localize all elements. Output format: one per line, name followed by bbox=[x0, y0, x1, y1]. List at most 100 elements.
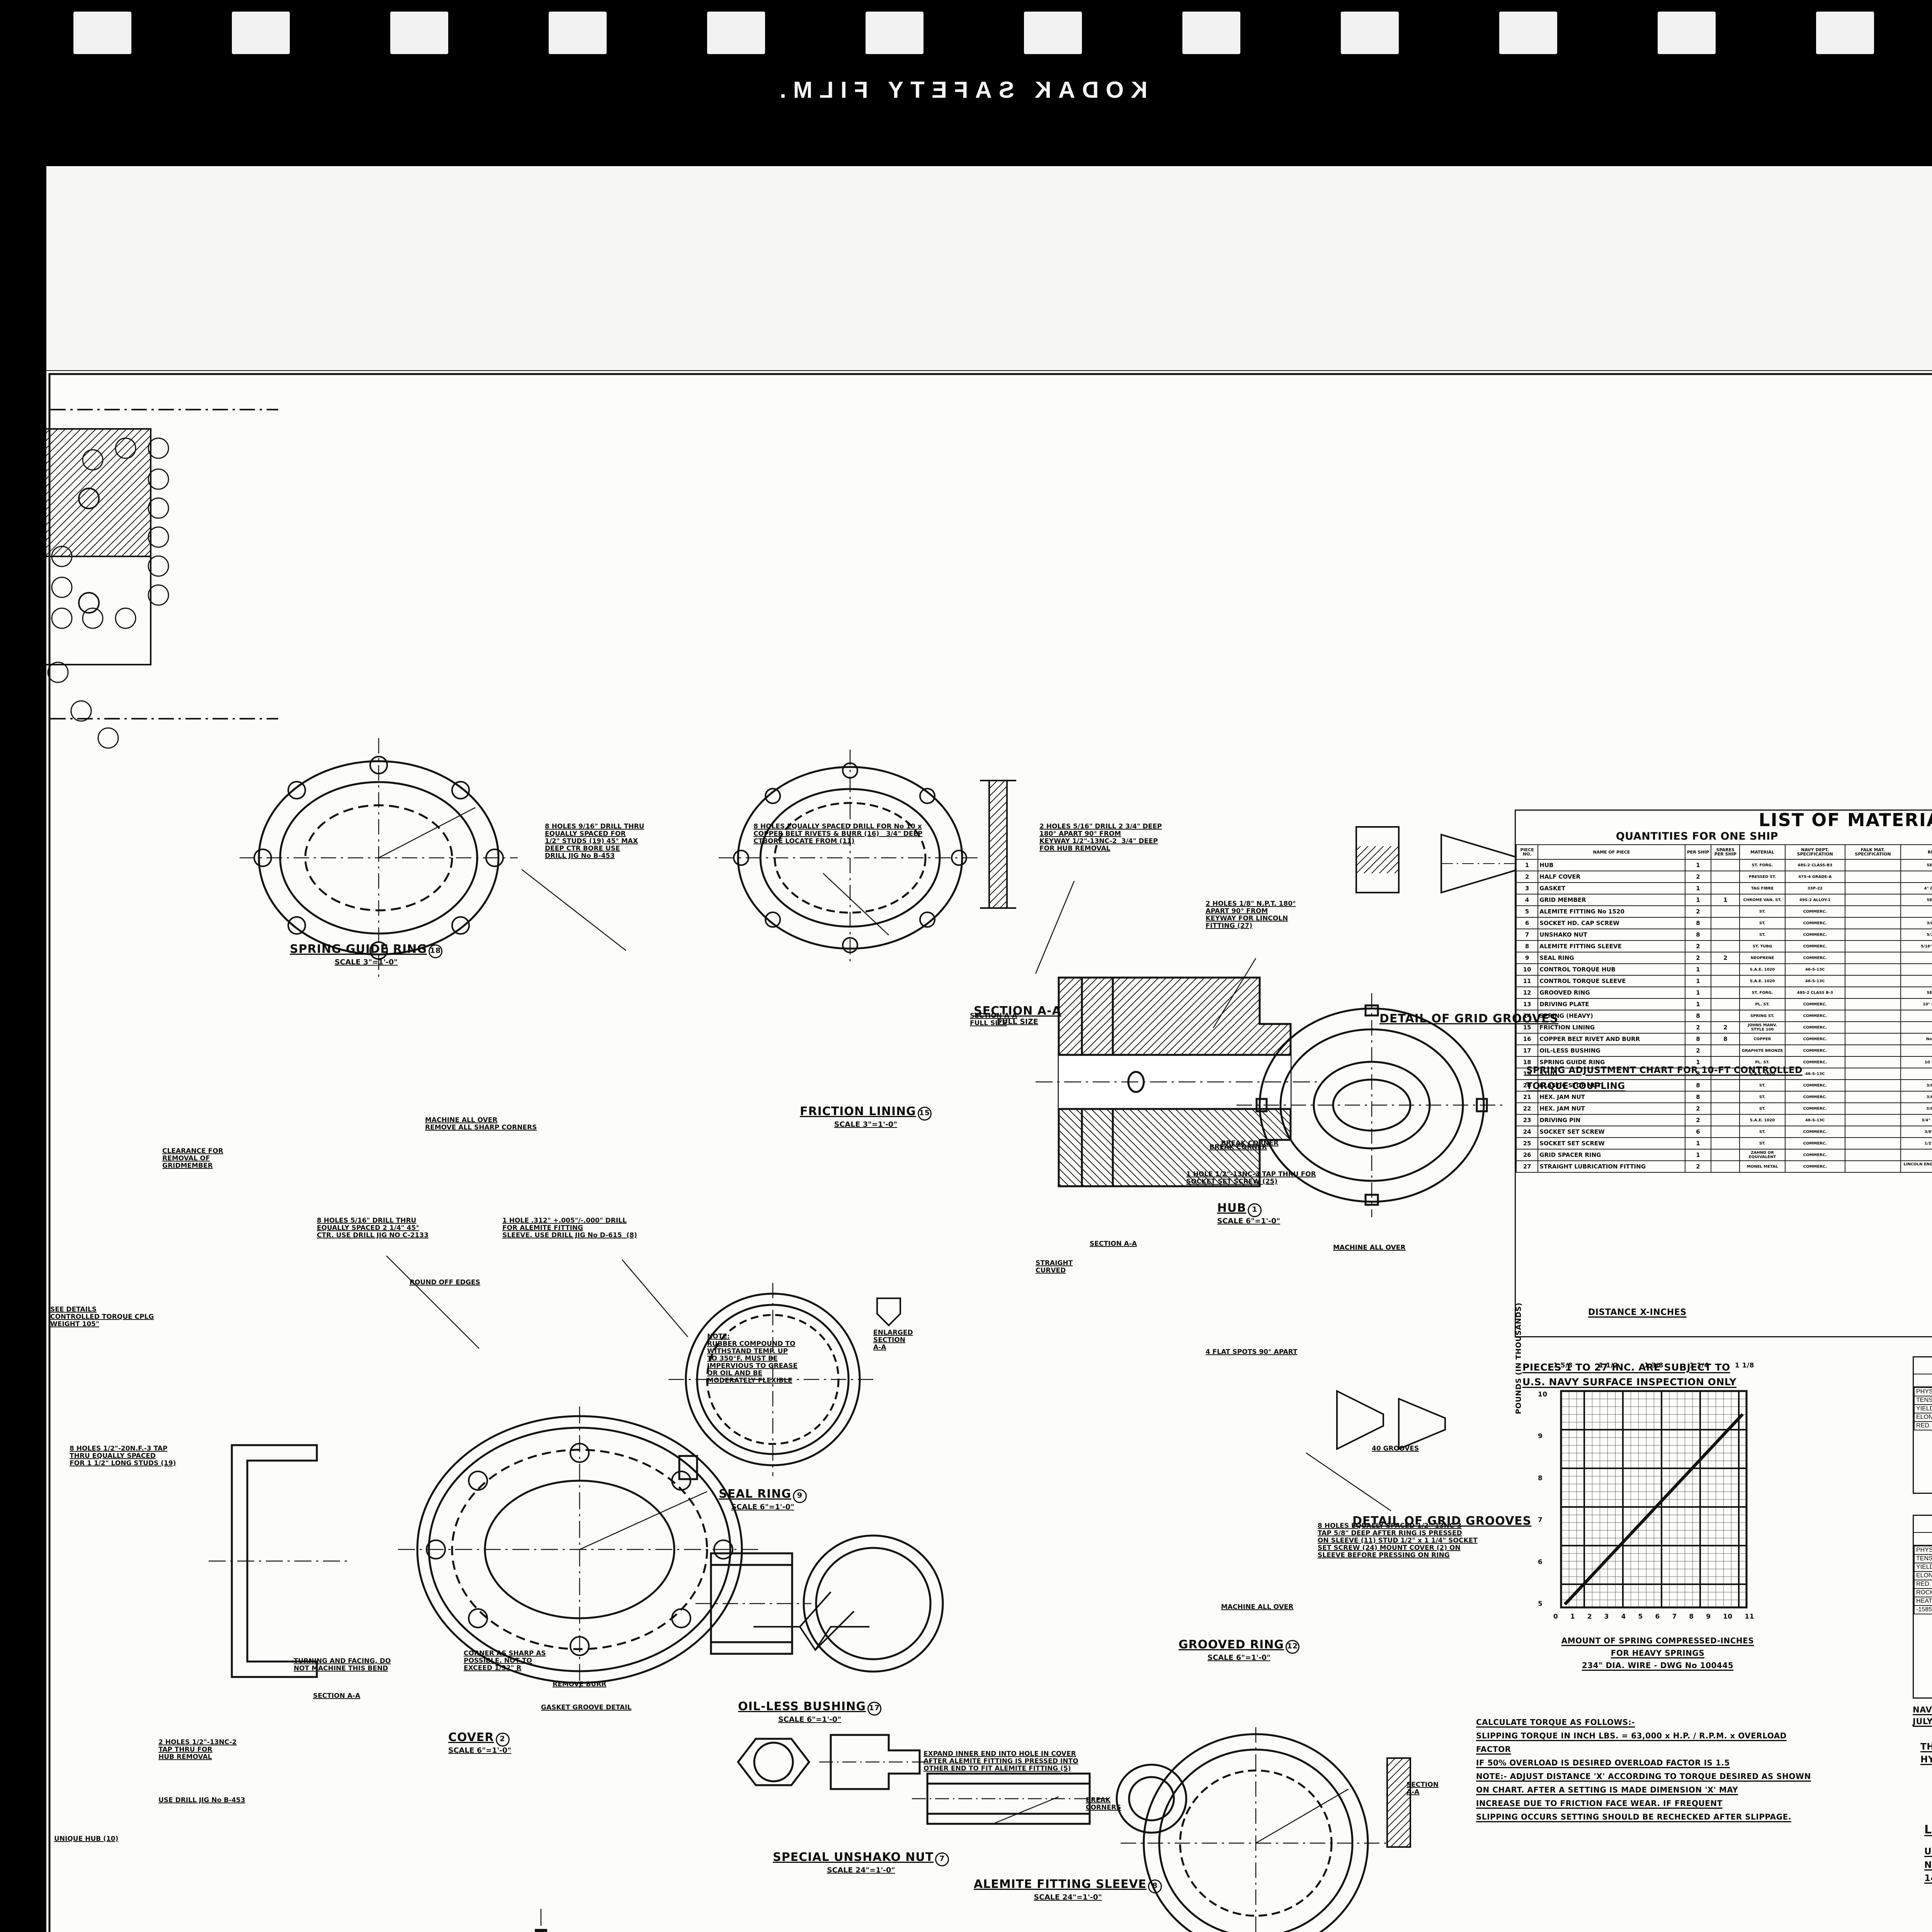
cell-spares bbox=[1711, 882, 1740, 895]
tick-label: 0 bbox=[1553, 1613, 1558, 1621]
cell-name: FRICTION LINING bbox=[1537, 1021, 1685, 1034]
cell-falk bbox=[1844, 952, 1901, 964]
cell-material: PL. ST. bbox=[1739, 1056, 1786, 1069]
cell-no: 27 bbox=[1515, 1160, 1539, 1173]
piece-callout: 1 bbox=[1248, 1203, 1262, 1217]
cell-remarks bbox=[1900, 1068, 1932, 1080]
piece-callout: 17 bbox=[867, 1702, 881, 1716]
cell-falk bbox=[1844, 1021, 1901, 1034]
tick-label: 6 bbox=[1538, 1558, 1543, 1566]
cell-spares bbox=[1711, 963, 1740, 976]
cell-falk bbox=[1844, 1068, 1901, 1080]
th-piece-no: PIECE NO. bbox=[1515, 844, 1539, 860]
note-row: RED. IN AREA 30% MIN.SULPHUR .050% MAX. bbox=[1914, 1580, 1932, 1589]
cell-falk bbox=[1844, 1091, 1901, 1104]
cell-spares bbox=[1711, 859, 1740, 872]
piece-callout: 9 bbox=[793, 1489, 807, 1503]
tick-label: 6 bbox=[1655, 1613, 1660, 1621]
detail-scale: SCALE 24"=1'-0" bbox=[827, 1866, 895, 1874]
cell-no: 19 bbox=[1515, 1068, 1539, 1080]
cell-material: PRESSED ST. bbox=[1739, 871, 1786, 883]
tick-label: 11 bbox=[1745, 1613, 1754, 1621]
cell-spares bbox=[1711, 1160, 1740, 1173]
cell-remarks: SEE NOTE 7 bbox=[1900, 894, 1932, 906]
cell-spares bbox=[1711, 1044, 1740, 1057]
tick-label: 7 bbox=[1672, 1613, 1677, 1621]
cell-no: 18 bbox=[1515, 1056, 1539, 1069]
drawing-note: CORNER AS SHARP AS POSSIBLE. NOT TO EXCE… bbox=[464, 1650, 546, 1672]
cell-material: ST. bbox=[1739, 929, 1786, 941]
cell-spares bbox=[1711, 1079, 1740, 1092]
cell-per: 2 bbox=[1684, 952, 1712, 964]
cell-per: 2 bbox=[1684, 1160, 1712, 1173]
note-row: TENSILE STRENGTH 200,000# MIN.CARBON 0.4… bbox=[1914, 1554, 1932, 1563]
cell-navy: COMMERC. bbox=[1784, 929, 1845, 941]
tick-label: 5 bbox=[1538, 1600, 1543, 1608]
cell-remarks: 3/8"-16 x 3/4" bbox=[1900, 1126, 1932, 1138]
film-top-edge bbox=[0, 0, 1932, 166]
cell-no: 12 bbox=[1515, 986, 1539, 999]
chart-annotation-line: SLIPPING TORQUE IN INCH LBS. = 63,000 x … bbox=[1476, 1731, 1787, 1754]
note-cell: YIELD POINT 195,000# MIN. bbox=[1914, 1563, 1932, 1572]
cell-material: ST. FORG. bbox=[1739, 986, 1786, 999]
cell-spares bbox=[1711, 1102, 1740, 1115]
cell-remarks bbox=[1900, 975, 1932, 988]
film-edge-marking: KODAK SAFETY FILM. bbox=[773, 77, 1148, 103]
cell-per: 2 bbox=[1684, 871, 1712, 883]
piece-callout: 7 bbox=[935, 1852, 949, 1866]
cell-name: SOCKET SET SCREW bbox=[1537, 1126, 1685, 1138]
cell-spares: 1 bbox=[1711, 894, 1740, 906]
cell-per: 1 bbox=[1684, 975, 1712, 988]
cell-no: 1 bbox=[1515, 859, 1539, 872]
drawing-note: GASKET GROOVE DETAIL bbox=[541, 1704, 632, 1711]
note-7-heading: NOTE NO. 7 bbox=[1914, 1516, 1932, 1533]
cell-spares: 8 bbox=[1711, 1033, 1740, 1046]
tick-label: 1 1/2 bbox=[1599, 1362, 1618, 1369]
th-falk-spec: FALK MAT. SPECIFICATION bbox=[1844, 844, 1901, 860]
cell-no: 15 bbox=[1515, 1021, 1539, 1034]
sprocket-hole bbox=[1499, 12, 1557, 54]
tick-label: 1 bbox=[1570, 1613, 1575, 1621]
note-5-material: S.A.E. 1045 CARBON STEEL bbox=[1914, 1374, 1932, 1387]
tick-label: 10 bbox=[1723, 1613, 1733, 1621]
tick-label: 10 bbox=[1538, 1391, 1548, 1398]
cell-falk bbox=[1844, 1010, 1901, 1022]
cell-spares bbox=[1711, 975, 1740, 988]
detail-scale: SCALE 6"=1'-0" bbox=[731, 1503, 794, 1511]
cell-spares bbox=[1711, 1114, 1740, 1127]
cell-material: ST. bbox=[1739, 1137, 1786, 1150]
cell-no: 6 bbox=[1515, 917, 1539, 930]
cell-spares bbox=[1711, 1010, 1740, 1022]
lubrication-heading: LUBRICATION RECOMMENDATION bbox=[1924, 1823, 1932, 1837]
cell-per: 8 bbox=[1684, 1079, 1712, 1092]
note-7-col1: PHYSICAL PROPERTIES bbox=[1914, 1546, 1932, 1555]
cell-per: 2 bbox=[1684, 905, 1712, 918]
cell-name: DRIVING PLATE bbox=[1537, 998, 1685, 1011]
cell-navy: 48S-2 CLASS B-3 bbox=[1784, 986, 1845, 999]
cell-spares bbox=[1711, 1068, 1740, 1080]
lom-footnote: PIECES 1 TO 27 INC. ARE SUBJECT TO U.S. … bbox=[1522, 1362, 1736, 1388]
cell-falk bbox=[1844, 1033, 1901, 1046]
cell-falk bbox=[1844, 894, 1901, 906]
drawing-note: BREAK CORNER bbox=[1209, 1143, 1267, 1151]
cell-per: 6 bbox=[1684, 1126, 1712, 1138]
drawing-note: 2 HOLES 1/8" N.P.T. 180° APART 90° FROM … bbox=[1206, 900, 1296, 930]
cell-navy: COMMERC. bbox=[1784, 1149, 1845, 1162]
